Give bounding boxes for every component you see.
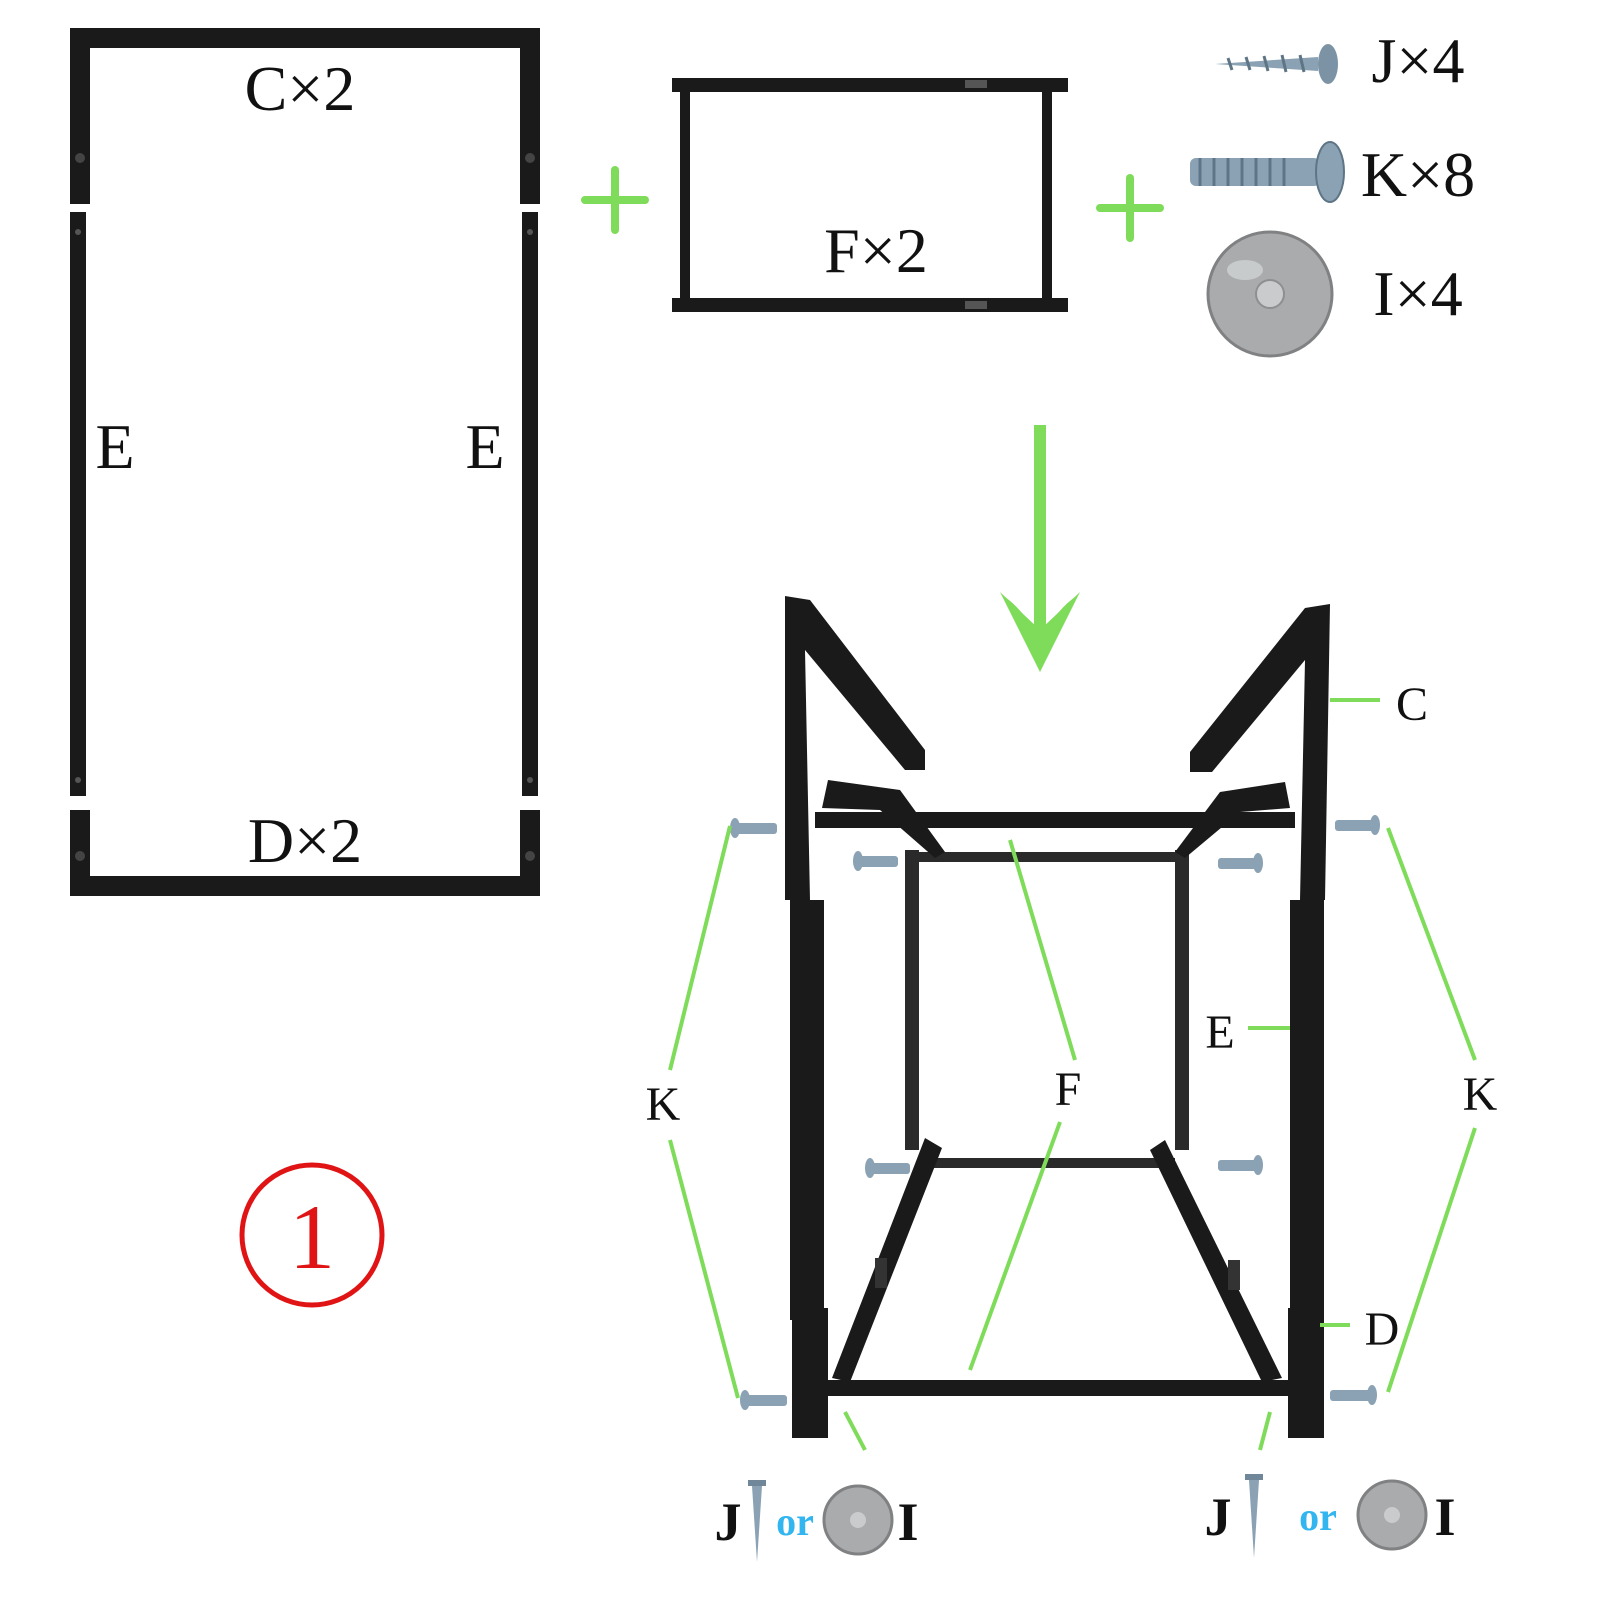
or-text-right: or [1299, 1494, 1337, 1539]
callout-label-k-right: K [1463, 1068, 1498, 1121]
suction-pad-i-icon [1206, 230, 1334, 358]
label-e-left: E [95, 411, 134, 482]
screw-j-icon [1245, 1474, 1263, 1558]
foot-label-i-left: I [897, 1492, 918, 1552]
bolt-k-icon [1335, 815, 1380, 835]
callout-label-f: F [1055, 1063, 1082, 1116]
callout-label-d: D [1365, 1303, 1400, 1356]
plus-icon [1096, 174, 1164, 242]
or-text-left: or [776, 1499, 814, 1544]
bolt-k-icon [1218, 1155, 1263, 1175]
bolt-k-icon [1218, 853, 1263, 873]
foot-label-i-right: I [1434, 1487, 1455, 1547]
bolt-k-icon [853, 851, 898, 871]
left-foot-options: J or I [715, 1480, 919, 1562]
label-c-x2: C×2 [245, 53, 356, 124]
rack-bolts [730, 815, 1380, 1410]
label-k-x8: K×8 [1361, 139, 1475, 210]
screw-j-icon [748, 1480, 766, 1562]
part-f-crossbar: F×2 [672, 78, 1068, 312]
callout-label-c: C [1396, 678, 1428, 731]
part-e-left-leg [70, 212, 86, 796]
label-d-x2: D×2 [248, 805, 362, 876]
assembled-rack [785, 596, 1330, 1438]
part-e-right-leg [522, 212, 538, 796]
svg-text:1: 1 [289, 1186, 335, 1288]
label-i-x4: I×4 [1373, 258, 1462, 329]
screw-j-icon [1215, 44, 1338, 84]
bolt-k-icon [740, 1390, 787, 1410]
callout-label-e: E [1205, 1006, 1234, 1059]
suction-pad-i-icon [1356, 1479, 1428, 1551]
callout-lines [668, 698, 1477, 1451]
foot-label-j-right: J [1205, 1487, 1232, 1547]
foot-label-j-left: J [715, 1492, 742, 1552]
label-e-right: E [465, 411, 504, 482]
callout-label-k-left: K [646, 1078, 681, 1131]
label-j-x4: J×4 [1372, 25, 1465, 96]
step-number-badge: 1 ① [0, 0, 385, 1308]
bolt-k-icon [1330, 1385, 1377, 1405]
suction-pad-i-icon [822, 1484, 894, 1556]
frame-parts: C×2 E E D×2 [70, 28, 540, 896]
step-number-text: ① [0, 0, 1, 1]
plus-icon [581, 166, 649, 234]
right-foot-options: J or I [1205, 1474, 1456, 1558]
part-d-bottom-frame [70, 810, 540, 896]
label-f-x2: F×2 [824, 215, 928, 286]
bolt-k-icon [865, 1158, 910, 1178]
down-arrow-icon [1000, 425, 1080, 672]
bolt-k-icon [730, 818, 777, 838]
part-c-top-frame [70, 28, 540, 204]
bolt-k-icon [1190, 141, 1345, 203]
